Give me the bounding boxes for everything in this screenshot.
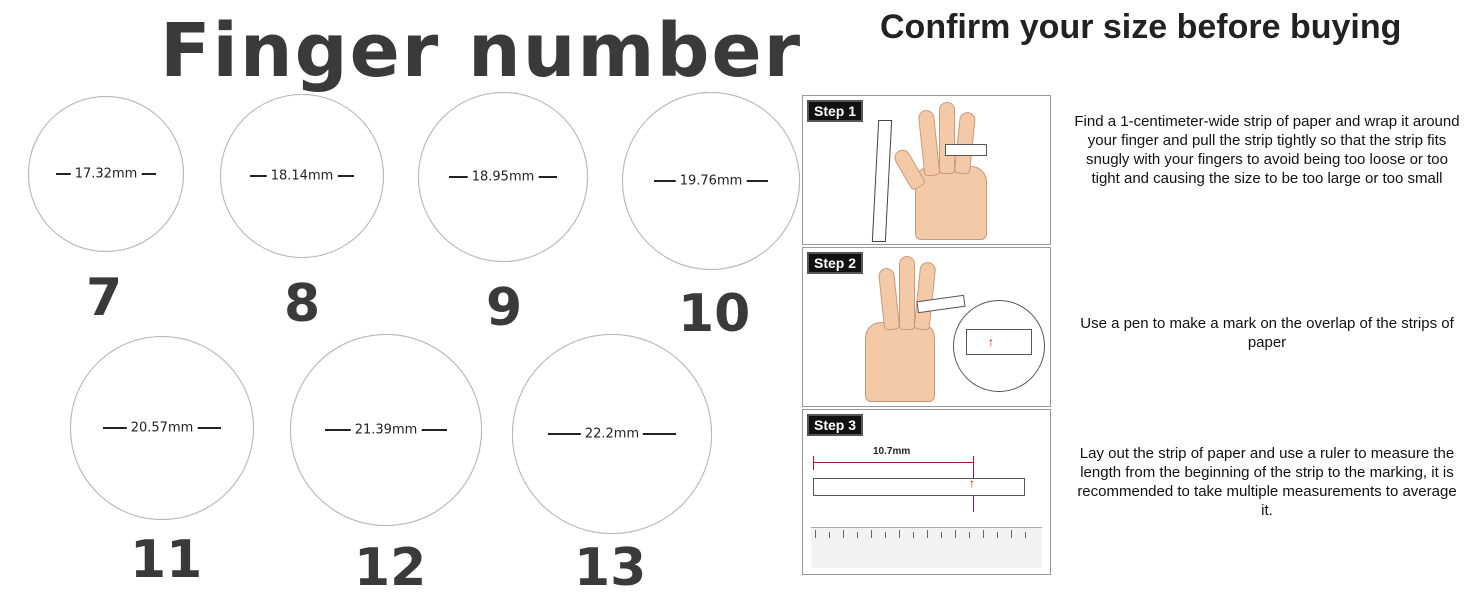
ring-diameter-label: 21.39mm: [350, 422, 422, 438]
ring-size-10: 19.76mm: [622, 92, 800, 270]
ring-size-number: 9: [486, 278, 523, 338]
hand-illustration: [865, 322, 935, 402]
measure-start-tick: [813, 456, 814, 470]
ring-size-8: 18.14mm: [220, 94, 384, 258]
finger: [939, 102, 955, 174]
measure-line: [813, 462, 973, 463]
ring-size-13: 22.2mm: [512, 334, 712, 534]
ruler-reading: 10.7mm: [873, 446, 911, 457]
ring-size-number: 7: [86, 268, 123, 328]
step-2-tag: Step 2: [807, 252, 864, 274]
paper-wrap: [945, 144, 987, 156]
step-2-panel: Step 2 ↑: [802, 247, 1051, 407]
step-1-tag: Step 1: [807, 100, 864, 122]
ring-size-number: 10: [678, 284, 751, 344]
ring-diameter-label: 18.14mm: [266, 168, 338, 184]
paper-strip: [871, 120, 893, 242]
step-1-description: Find a 1-centimeter-wide strip of paper …: [1074, 113, 1460, 187]
step-3-description: Lay out the strip of paper and use a rul…: [1077, 445, 1457, 519]
ring-diameter-label: 18.95mm: [467, 169, 539, 185]
finger: [899, 256, 915, 330]
ring-diameter-label: 22.2mm: [580, 426, 644, 442]
flat-paper-strip: [813, 478, 1025, 496]
confirm-size-heading: Confirm your size before buying: [880, 8, 1402, 46]
ring-size-9: 18.95mm: [418, 92, 588, 262]
ring-size-7: 17.32mm: [28, 96, 184, 252]
finger: [913, 261, 937, 331]
step-3-panel: Step 3 10.7mm ↑: [802, 409, 1051, 575]
step-3-tag: Step 3: [807, 414, 864, 436]
ring-diameter-label: 20.57mm: [126, 420, 198, 436]
mark-arrow-icon: ↑: [969, 476, 975, 490]
ring-diameter-label: 17.32mm: [70, 166, 142, 182]
hand-illustration: [915, 166, 987, 240]
mark-arrow-icon: ↑: [988, 335, 994, 349]
zoom-callout: ↑: [953, 300, 1045, 392]
ruler: [811, 527, 1042, 568]
ring-size-11: 20.57mm: [70, 336, 254, 520]
step-2-description: Use a pen to make a mark on the overlap …: [1080, 315, 1454, 351]
step-1-panel: Step 1: [802, 95, 1051, 245]
ring-diameter-label: 19.76mm: [675, 173, 747, 189]
strip-overlap: [966, 329, 1032, 355]
ring-size-number: 13: [574, 538, 647, 598]
page-title: Finger number: [160, 8, 803, 94]
ring-size-12: 21.39mm: [290, 334, 482, 526]
ring-size-number: 12: [354, 538, 427, 598]
finger: [917, 109, 941, 177]
ring-size-number: 8: [284, 274, 321, 334]
ring-size-number: 11: [130, 530, 203, 590]
